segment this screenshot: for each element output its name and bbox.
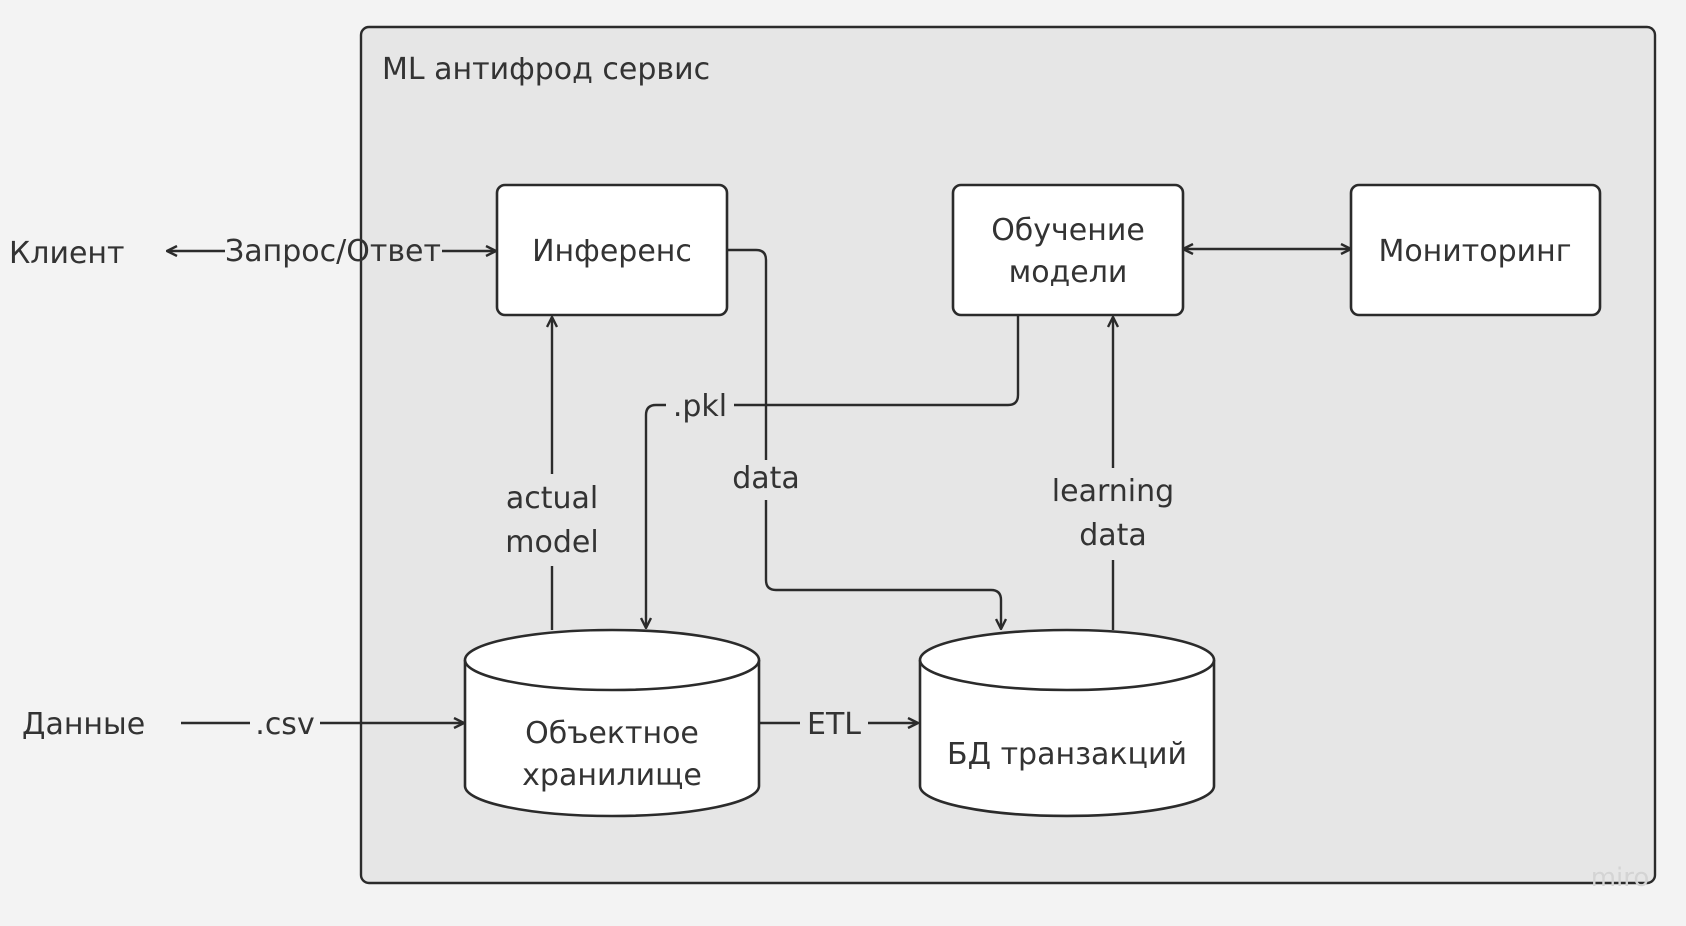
node-monitoring-label: Мониторинг — [1378, 234, 1571, 269]
service-frame-title: ML антифрод сервис — [382, 52, 710, 87]
node-transactions-db-label: БД транзакций — [947, 737, 1187, 772]
edge-training-to-storage — [646, 316, 1020, 628]
edge-label-etl: ETL — [807, 707, 861, 742]
node-model-training: Обучение модели — [951, 183, 1185, 317]
edge-label-learning-data-line1: learning — [1052, 474, 1174, 509]
node-monitoring: Мониторинг — [1349, 183, 1602, 317]
edge-label-data: data — [732, 461, 800, 496]
edge-label-request-response: Запрос/Ответ — [225, 234, 441, 269]
node-model-training-label-line2: модели — [1009, 255, 1128, 290]
edge-label-csv: .csv — [255, 707, 314, 742]
edge-label-learning-data-line2: data — [1079, 518, 1147, 553]
edge-label-actual-model-line2: model — [505, 525, 598, 560]
node-inference-label: Инференс — [532, 234, 692, 269]
node-object-storage-label-line2: хранилище — [522, 758, 702, 793]
node-object-storage-label-line1: Объектное — [525, 716, 699, 751]
node-inference: Инференс — [495, 183, 729, 317]
edge-inference-to-db — [728, 248, 1001, 629]
node-model-training-label-line1: Обучение — [991, 213, 1145, 248]
miro-watermark: miro — [1591, 863, 1650, 893]
node-object-storage: Объектное хранилище — [463, 628, 761, 818]
node-transactions-db: БД транзакций — [918, 628, 1216, 818]
edge-label-actual-model-line1: actual — [506, 481, 598, 516]
external-data-source: Данные — [22, 707, 145, 742]
edge-label-pkl: .pkl — [673, 389, 727, 424]
external-client: Клиент — [9, 236, 125, 271]
